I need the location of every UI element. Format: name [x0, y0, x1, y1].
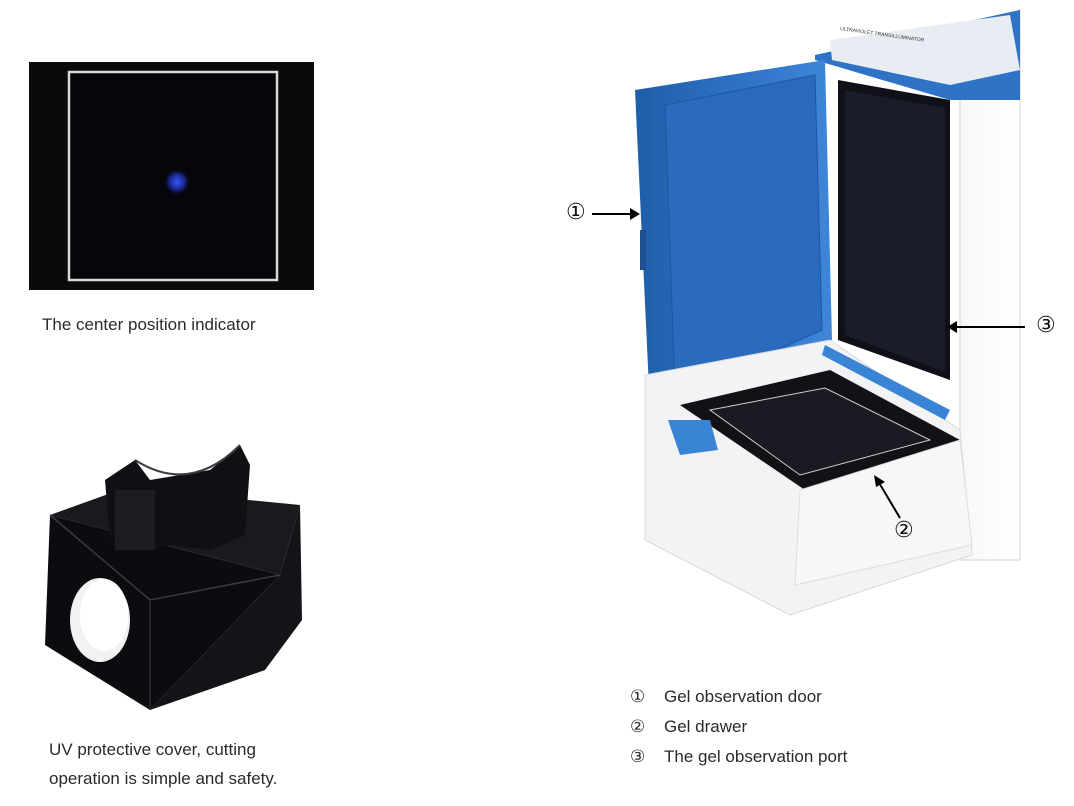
callout-1-arrow — [592, 208, 640, 220]
indicator-caption: The center position indicator — [42, 315, 256, 334]
cover-caption-line1: UV protective cover, cutting — [49, 740, 256, 759]
legend-num: ② — [630, 717, 646, 736]
legend-label: The gel observation port — [664, 747, 848, 766]
legend-num: ③ — [630, 747, 646, 766]
indicator-dot — [163, 168, 191, 196]
callout-2-label: ② — [894, 518, 914, 543]
legend-num: ① — [630, 687, 646, 706]
callout-1-label: ① — [566, 200, 586, 225]
cover-caption-line2: operation is simple and safety. — [49, 769, 278, 788]
legend-label: Gel observation door — [664, 687, 822, 706]
center-indicator-photo — [29, 62, 314, 290]
callout-3-label: ③ — [1036, 313, 1056, 338]
device-photo: ULTRAVIOLET TRANSILLUMINATOR — [635, 9, 1021, 616]
cover-caption: UV protective cover, cutting operation i… — [49, 735, 277, 793]
legend-item-door: ① Gel observation door — [630, 682, 847, 712]
uv-cover-photo — [45, 444, 302, 710]
callout-3-arrow — [947, 321, 1025, 333]
legend-item-drawer: ② Gel drawer — [630, 712, 847, 742]
legend-item-port: ③ The gel observation port — [630, 742, 847, 772]
drawer-handle — [668, 420, 718, 455]
legend-label: Gel drawer — [664, 717, 748, 736]
callout-2-arrow — [874, 475, 901, 519]
control-panel — [830, 15, 1020, 85]
legend: ① Gel observation door ② Gel drawer ③ The g… — [630, 682, 847, 772]
